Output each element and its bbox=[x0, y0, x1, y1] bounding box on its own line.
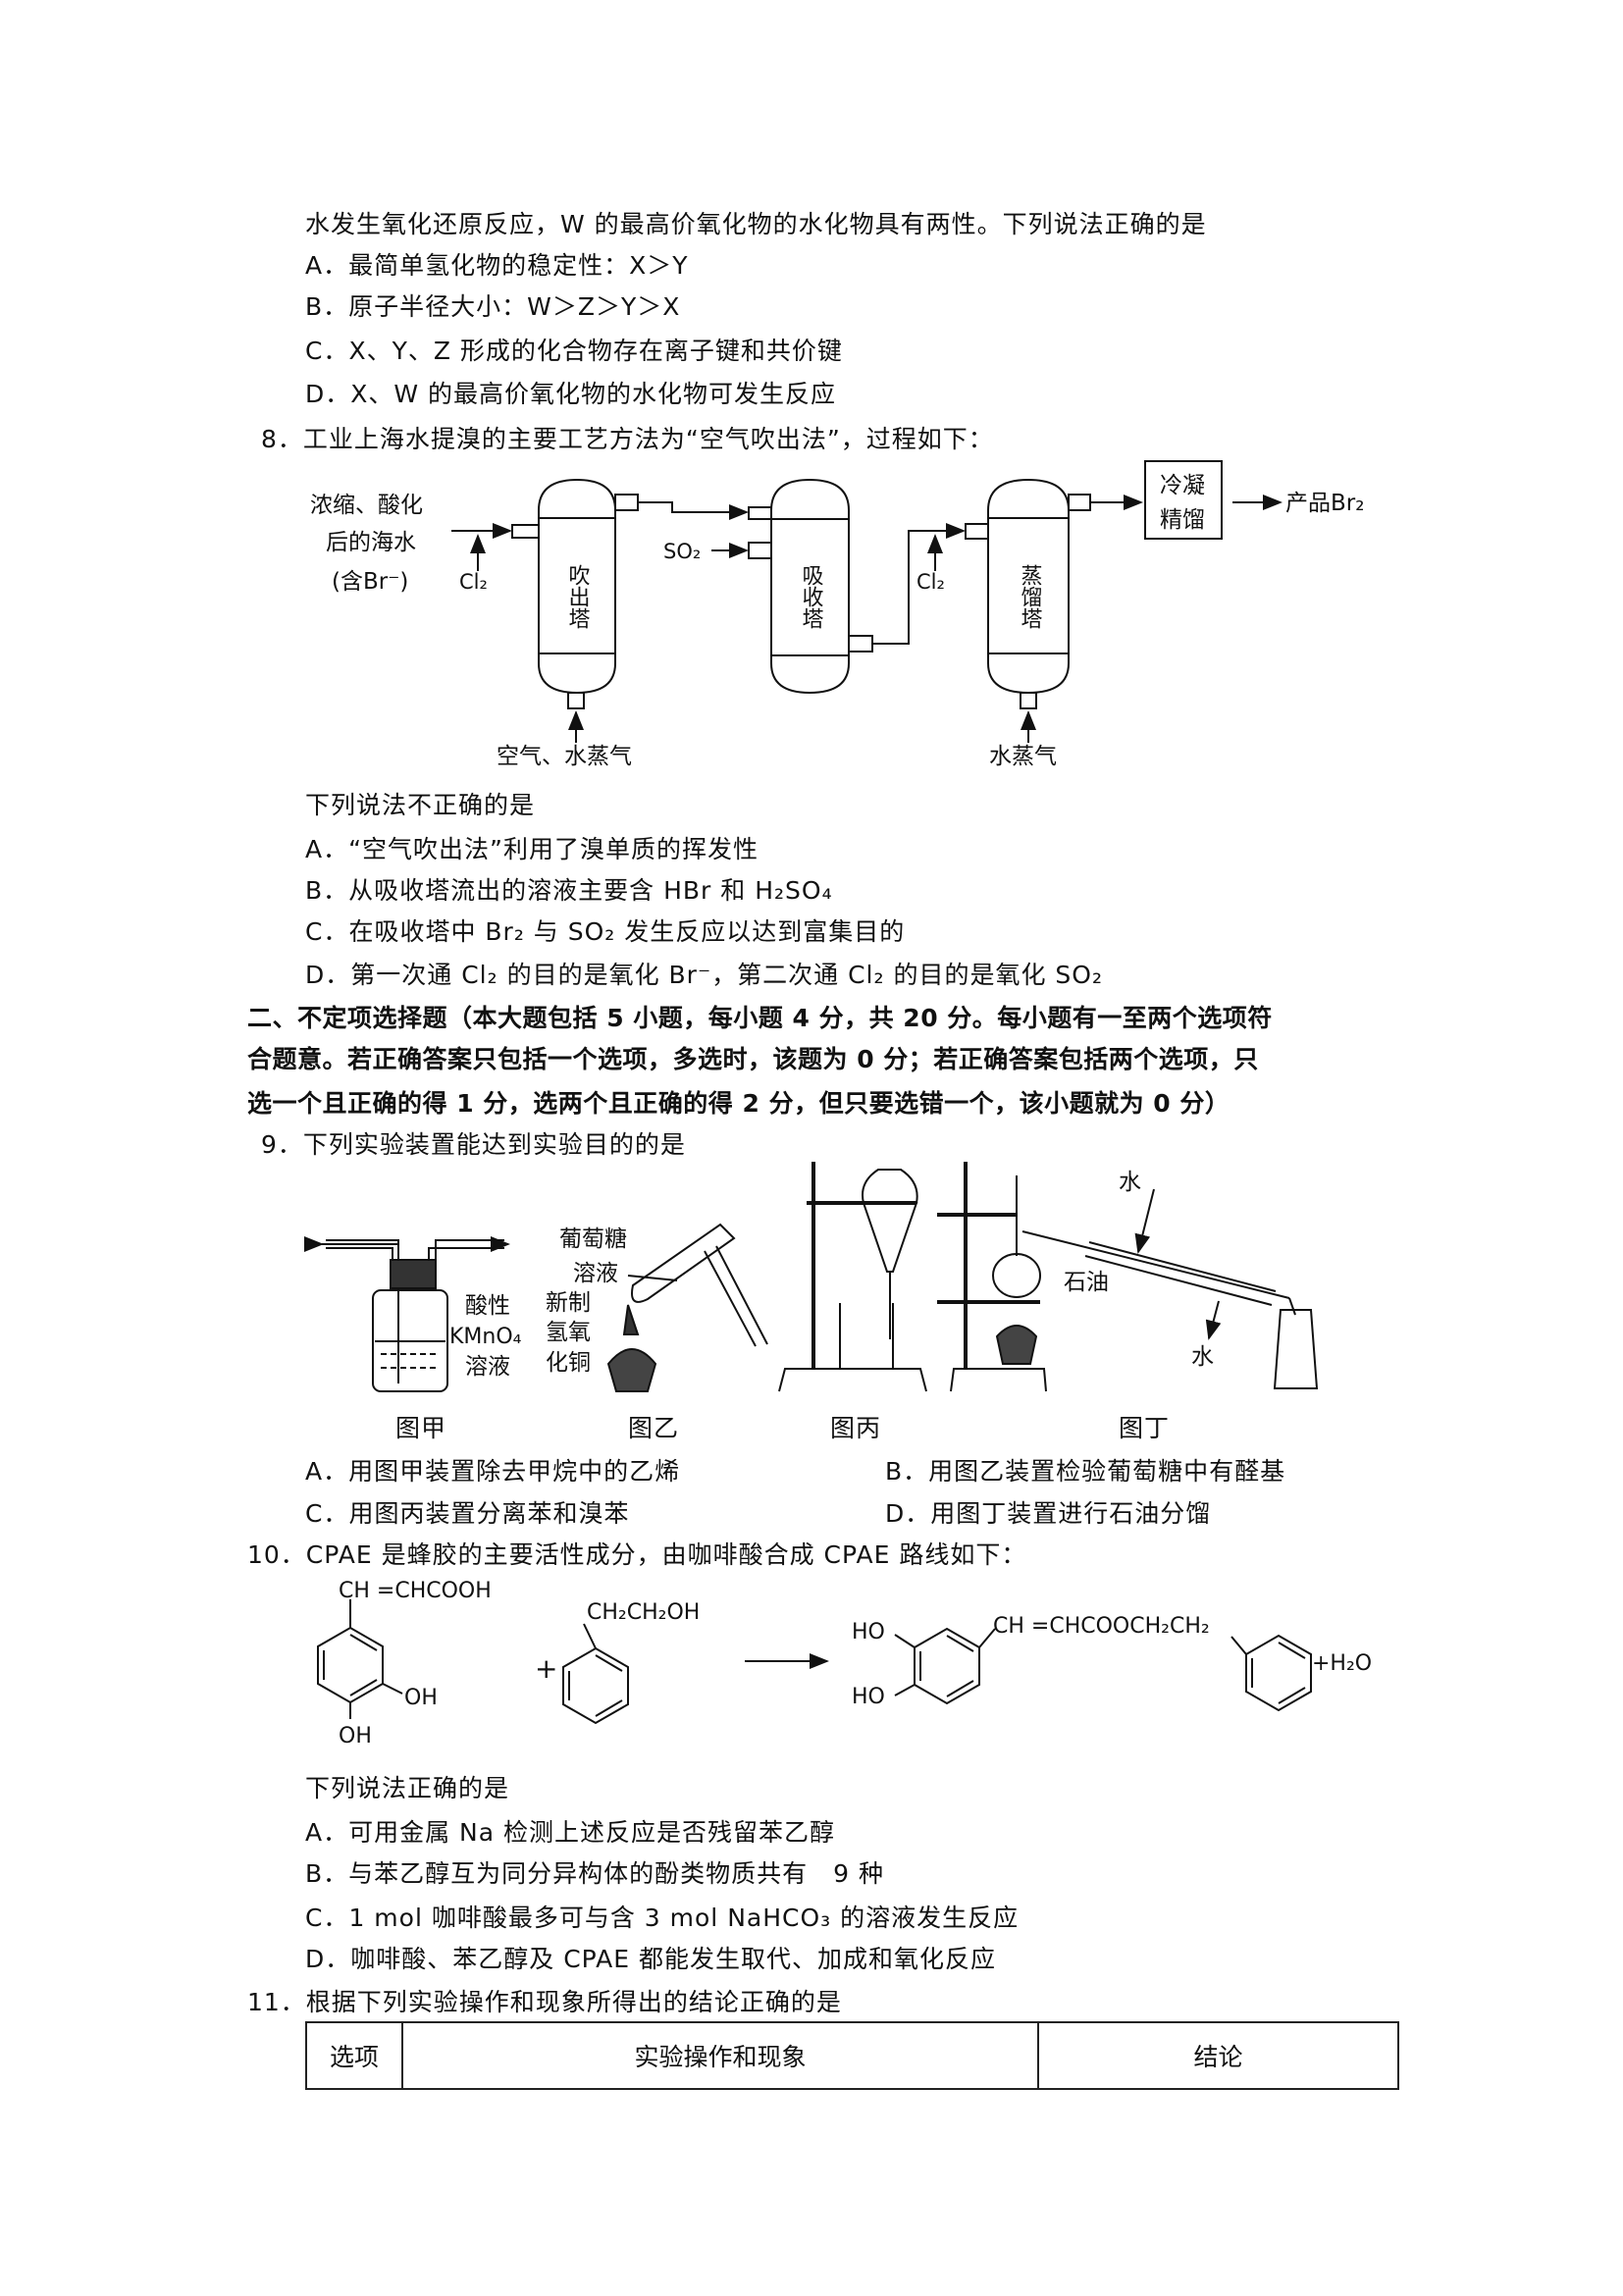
cpae-structure: HO HO CH =CHCOOCH₂CH₂ +H₂O bbox=[852, 1614, 1372, 1712]
section2-line-1: 二、不定项选择题（本大题包括 5 小题，每小题 4 分，共 20 分。每小题有一… bbox=[247, 1004, 1273, 1032]
q10-option-c: C．1 mol 咖啡酸最多可与含 3 mol NaHCO₃ 的溶液发生反应 bbox=[305, 1904, 1020, 1932]
q9-option-b: B．用图乙装置检验葡萄糖中有醛基 bbox=[885, 1457, 1286, 1486]
q7-option-c: C．X、Y、Z 形成的化合物存在离子键和共价键 bbox=[305, 337, 843, 365]
q9-option-a: A．用图甲装置除去甲烷中的乙烯 bbox=[305, 1457, 681, 1486]
table-header-conclusion: 结论 bbox=[1193, 2043, 1243, 2071]
bromine-process-diagram: 浓缩、酸化 后的海水 (含Br⁻) Cl₂ 吹出塔 空气、水蒸气 吸收塔 SO₂… bbox=[310, 460, 1364, 769]
q7-option-d: D．X、W 的最高价氧化物的水化物可发生反应 bbox=[305, 380, 837, 408]
cl2-label-2: Cl₂ bbox=[916, 570, 945, 594]
yi-label-4: 氢氧 bbox=[546, 1320, 591, 1345]
plus-sign: + bbox=[535, 1652, 557, 1685]
distillation-tower: 蒸馏塔 bbox=[965, 478, 1091, 709]
box-label-2: 精馏 bbox=[1160, 507, 1205, 533]
p-chain: CH =CHCOOCH₂CH₂ bbox=[993, 1614, 1210, 1639]
p-ho2: HO bbox=[852, 1685, 885, 1709]
q8-question: 下列说法不正确的是 bbox=[305, 791, 536, 819]
pipe-2-3 bbox=[872, 523, 966, 645]
q7-option-b: B．原子半径大小：W＞Z＞Y＞X bbox=[305, 292, 681, 321]
apparatus-diagram: 酸性 KMnO₄ 溶液 葡萄糖 溶液 新制 氢氧 化铜 bbox=[304, 1162, 1319, 1392]
figure-label-jia: 图甲 bbox=[395, 1414, 447, 1442]
ding-label-water-in: 水 bbox=[1119, 1170, 1141, 1195]
product-label: 产品Br₂ bbox=[1285, 491, 1364, 516]
q10-option-d: D．咖啡酸、苯乙醇及 CPAE 都能发生取代、加成和氧化反应 bbox=[305, 1945, 996, 1973]
caffeic-acid-structure: CH =CHCOOH OH OH bbox=[317, 1579, 492, 1748]
q8-option-c: C．在吸收塔中 Br₂ 与 SO₂ 发生反应以达到富集目的 bbox=[305, 917, 906, 946]
jia-label-1: 酸性 bbox=[465, 1293, 510, 1319]
tower2-label: 吸收塔 bbox=[799, 564, 824, 629]
figure-yi-heating-test-tube: 葡萄糖 溶液 新制 氢氧 化铜 bbox=[546, 1223, 768, 1392]
condense-rectify-box bbox=[1144, 460, 1223, 540]
figure-jia-gas-washing-bottle: 酸性 KMnO₄ 溶液 bbox=[304, 1236, 522, 1392]
bottom-label-3: 水蒸气 bbox=[989, 744, 1057, 769]
table-header-operation: 实验操作和现象 bbox=[403, 2023, 1039, 2088]
q9-stem: 9．下列实验装置能达到实验目的的是 bbox=[261, 1130, 686, 1159]
section2-line-3: 选一个且正确的得 1 分，选两个且正确的得 2 分，但只要选错一个，该小题就为 … bbox=[247, 1089, 1230, 1118]
figure-label-yi: 图乙 bbox=[628, 1414, 680, 1442]
q10-question: 下列说法正确的是 bbox=[305, 1774, 510, 1802]
q7-stem: 水发生氧化还原反应，W 的最高价氧化物的水化物具有两性。下列说法正确的是 bbox=[305, 210, 1207, 238]
r1-oh1: OH bbox=[404, 1686, 438, 1710]
q11-stem: 11．根据下列实验操作和现象所得出的结论正确的是 bbox=[247, 1988, 842, 2016]
tower3-label: 蒸馏塔 bbox=[1018, 564, 1043, 629]
phenylethanol-structure: CH₂CH₂OH bbox=[562, 1600, 700, 1725]
r1-chain: CH =CHCOOH bbox=[339, 1579, 492, 1603]
yi-label-3: 新制 bbox=[546, 1290, 591, 1316]
yi-label-1: 葡萄糖 bbox=[559, 1226, 627, 1252]
yi-label-5: 化铜 bbox=[546, 1350, 591, 1376]
reaction-scheme: CH =CHCOOH OH OH + CH₂CH₂OH HO HO CH =CH… bbox=[317, 1579, 1372, 1748]
yi-label-2: 溶液 bbox=[573, 1261, 618, 1286]
figure-ding-distillation: 水 石油 水 bbox=[937, 1162, 1319, 1392]
p-water: +H₂O bbox=[1312, 1651, 1372, 1676]
box-label-1: 冷凝 bbox=[1160, 473, 1205, 498]
figure-bing-separatory-funnel bbox=[778, 1162, 927, 1392]
r1-oh2: OH bbox=[339, 1724, 372, 1748]
q8-option-b: B．从吸收塔流出的溶液主要含 HBr 和 H₂SO₄ bbox=[305, 876, 833, 905]
jia-label-3: 溶液 bbox=[465, 1354, 510, 1380]
pipe-1-2 bbox=[638, 501, 749, 520]
jia-label-2: KMnO₄ bbox=[449, 1325, 522, 1349]
q11-table-header: 选项 实验操作和现象 结论 bbox=[305, 2021, 1399, 2090]
bottom-label-1: 空气、水蒸气 bbox=[497, 744, 632, 769]
feed-label-3: (含Br⁻) bbox=[332, 569, 408, 595]
q8-option-d: D．第一次通 Cl₂ 的目的是氧化 Br⁻，第二次通 Cl₂ 的目的是氧化 SO… bbox=[305, 961, 1103, 989]
q10-stem: 10．CPAE 是蜂胶的主要活性成分，由咖啡酸合成 CPAE 路线如下： bbox=[247, 1540, 1027, 1569]
q8-option-a: A．“空气吹出法”利用了溴单质的挥发性 bbox=[305, 835, 759, 863]
section2-line-2: 合题意。若正确答案只包括一个选项，多选时，该题为 0 分；若正确答案包括两个选项… bbox=[247, 1045, 1259, 1073]
q9-option-c: C．用图丙装置分离苯和溴苯 bbox=[305, 1499, 630, 1528]
so2-label: SO₂ bbox=[663, 540, 701, 563]
absorption-tower: 吸收塔 bbox=[748, 478, 873, 695]
q9-option-d: D．用图丁装置进行石油分馏 bbox=[885, 1499, 1212, 1528]
tower1-label: 吹出塔 bbox=[565, 564, 591, 629]
q8-stem: 8．工业上海水提溴的主要工艺方法为“空气吹出法”，过程如下： bbox=[261, 425, 994, 453]
ding-label-oil: 石油 bbox=[1064, 1270, 1109, 1295]
figure-label-ding: 图丁 bbox=[1119, 1414, 1171, 1442]
q10-option-a: A．可用金属 Na 检测上述反应是否残留苯乙醇 bbox=[305, 1818, 836, 1847]
cl2-label-1: Cl₂ bbox=[459, 570, 488, 594]
blow-out-tower: 吹出塔 bbox=[511, 478, 639, 709]
ding-label-water-out: 水 bbox=[1191, 1344, 1214, 1370]
feed-label-1: 浓缩、酸化 bbox=[310, 493, 423, 518]
q7-option-a: A．最简单氢化物的稳定性：X＞Y bbox=[305, 251, 689, 280]
feed-label-2: 后的海水 bbox=[326, 530, 416, 555]
figure-label-bing: 图丙 bbox=[830, 1414, 882, 1442]
p-ho1: HO bbox=[852, 1620, 885, 1644]
r2-chain: CH₂CH₂OH bbox=[587, 1600, 700, 1625]
table-header-option: 选项 bbox=[307, 2023, 403, 2088]
q10-option-b: B．与苯乙醇互为同分异构体的酚类物质共有 9 种 bbox=[305, 1859, 885, 1888]
